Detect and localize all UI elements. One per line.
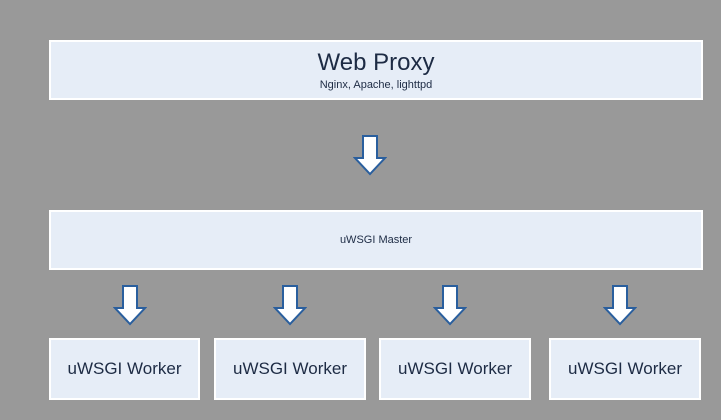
down-arrow-icon [113, 285, 147, 326]
uwsgi-master-box: uWSGI Master [49, 210, 703, 270]
uwsgi-worker-box: uWSGI Worker [49, 338, 200, 400]
down-arrow-icon [353, 135, 387, 176]
uwsgi-worker-box: uWSGI Worker [379, 338, 531, 400]
web-proxy-title: Web Proxy [317, 49, 435, 76]
uwsgi-worker-label: uWSGI Worker [568, 359, 682, 378]
uwsgi-worker-box: uWSGI Worker [214, 338, 366, 400]
down-arrow-icon [603, 285, 637, 326]
down-arrow-icon [273, 285, 307, 326]
uwsgi-worker-label: uWSGI Worker [233, 359, 347, 378]
web-proxy-subtitle: Nginx, Apache, lighttpd [319, 79, 433, 91]
uwsgi-worker-label: uWSGI Worker [67, 359, 182, 378]
down-arrow-icon [433, 285, 467, 326]
uwsgi-master-label: uWSGI Master [339, 234, 413, 246]
uwsgi-worker-box: uWSGI Worker [549, 338, 701, 400]
web-proxy-box: Web Proxy Nginx, Apache, lighttpd [49, 40, 703, 100]
uwsgi-worker-label: uWSGI Worker [398, 359, 512, 378]
